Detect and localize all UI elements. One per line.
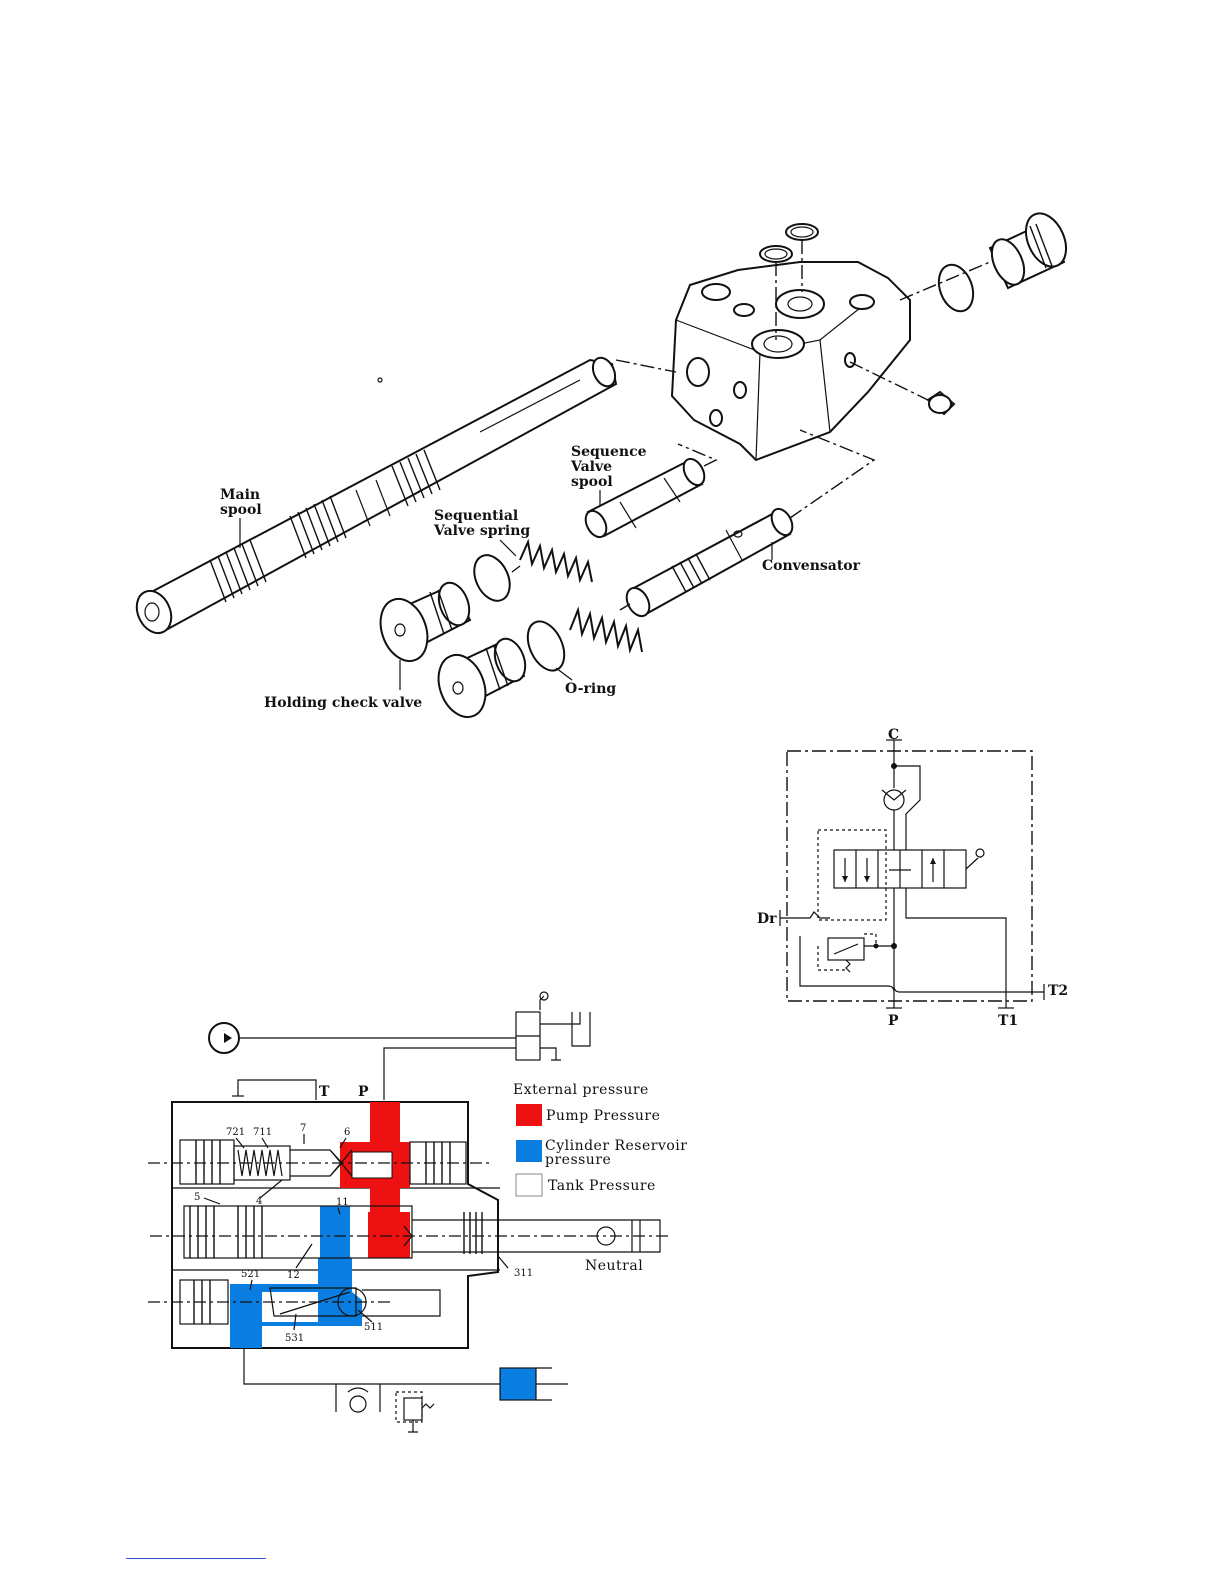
legend-label-tank: Tank Pressure (548, 1178, 656, 1194)
part-5: 5 (194, 1192, 200, 1203)
port-dr-label: Dr (757, 911, 777, 927)
sequential-valve-spring (520, 542, 592, 582)
legend-label-cylinder-2: pressure (545, 1152, 611, 1168)
main-spool-label-2: spool (220, 502, 262, 518)
legend-label-pump: Pump Pressure (546, 1108, 660, 1124)
schematic-boundary (787, 751, 1032, 1001)
small-plug (928, 392, 954, 414)
part-4: 4 (256, 1196, 262, 1207)
o-ring-lower (521, 616, 572, 677)
part-311: 311 (514, 1268, 533, 1279)
convensator-label: Convensator (762, 558, 861, 574)
directional-valve-symbol (834, 849, 984, 888)
cylinder-icon (500, 1368, 568, 1400)
legend: External pressure Pump Pressure Cylinder… (513, 1082, 687, 1196)
part-721: 721 (226, 1127, 245, 1138)
part-711: 711 (253, 1127, 272, 1138)
pump-pressure-region (340, 1102, 410, 1258)
pump-pressure-fill (340, 1102, 410, 1258)
section-view: T P External pressure Pump Pressure Cyli… (148, 992, 687, 1432)
sequential-valve-spring-label-2: Valve spring (433, 523, 530, 539)
valve-body (672, 262, 910, 460)
holding-check-valve-lower (430, 635, 530, 724)
port-p-label: P (888, 1013, 899, 1029)
part-12: 12 (287, 1270, 300, 1281)
legend-title: External pressure (513, 1082, 649, 1098)
legend-swatch-pump (516, 1104, 542, 1126)
part-11: 11 (336, 1197, 349, 1208)
sequence-valve-spool-label-3: spool (571, 474, 613, 490)
port-t1-label: T1 (998, 1013, 1018, 1029)
end-plug-right (985, 207, 1073, 290)
pilot-box (818, 830, 886, 920)
port-t2-label: T2 (1048, 983, 1068, 999)
compensator-spring (570, 610, 642, 652)
o-ring-label: O-ring (565, 681, 616, 697)
o-ring-upper (467, 549, 516, 606)
main-spool-label: Main (220, 487, 260, 503)
sequence-valve-spool-label-2: Valve (570, 459, 612, 475)
holding-check-valve-label: Holding check valve (264, 695, 422, 711)
legend-swatch-tank (516, 1174, 542, 1196)
sequential-valve-spring-label: Sequential (434, 508, 518, 524)
sequence-valve-spool-label: Sequence (571, 444, 647, 460)
port-p-label-section: P (358, 1084, 369, 1100)
main-spool (130, 354, 619, 639)
part-521: 521 (241, 1269, 260, 1280)
part-511: 511 (364, 1322, 383, 1333)
upper-left-plug (180, 1140, 290, 1184)
exploded-view: Main spool Sequential Valve spring Seque… (130, 207, 1074, 723)
state-label: Neutral (585, 1258, 643, 1274)
hydraulic-schematic: C Dr P T1 T2 (757, 727, 1068, 1029)
port-t-label: T (319, 1084, 330, 1100)
footnote-rule (126, 1558, 266, 1559)
part-7: 7 (300, 1123, 306, 1134)
snap-ring-right (933, 260, 979, 316)
part-531: 531 (285, 1333, 304, 1344)
port-c-label: C (888, 727, 899, 743)
part-6: 6 (344, 1127, 350, 1138)
legend-swatch-cylinder (516, 1140, 542, 1162)
